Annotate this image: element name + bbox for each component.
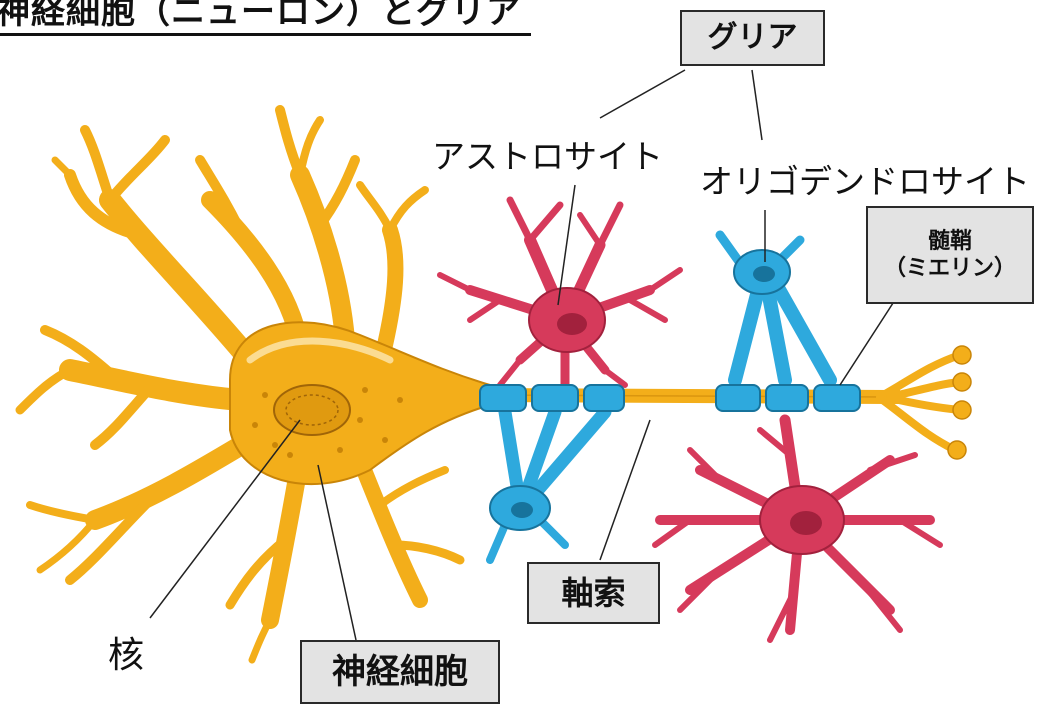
astrocyte-bottom [655, 420, 940, 640]
glia-label-box: グリア [680, 10, 825, 66]
oligodendrocyte-top [720, 235, 830, 380]
oligodendrocyte-label: オリゴデンドロサイト [700, 165, 1030, 198]
leader-myelin [840, 300, 895, 385]
leader-axon [600, 420, 650, 560]
neuron-label: 神経細胞 [332, 651, 468, 694]
axon-terminals [880, 355, 960, 450]
oligodendrocyte-bottom [490, 412, 605, 560]
nucleus-label: 核 [108, 638, 144, 674]
astrocyte-label: アストロサイト [432, 140, 663, 173]
myelin-label-box: 髄鞘 （ミエリン） [866, 206, 1034, 304]
leader-glia-oligodendrocyte [752, 70, 762, 140]
glia-label: グリア [708, 19, 798, 57]
axon-label: 軸索 [561, 573, 625, 613]
neuron-label-box: 神経細胞 [300, 640, 500, 704]
leader-neuron [318, 465, 356, 640]
axon-label-box: 軸索 [527, 562, 660, 624]
myelin-label-line2: （ミエリン） [884, 255, 1016, 283]
leader-glia-astrocyte [600, 70, 685, 118]
page-title: 神経細胞（ニューロン）とグリア [0, 0, 531, 36]
myelin-label-line1: 髄鞘 [928, 228, 972, 256]
